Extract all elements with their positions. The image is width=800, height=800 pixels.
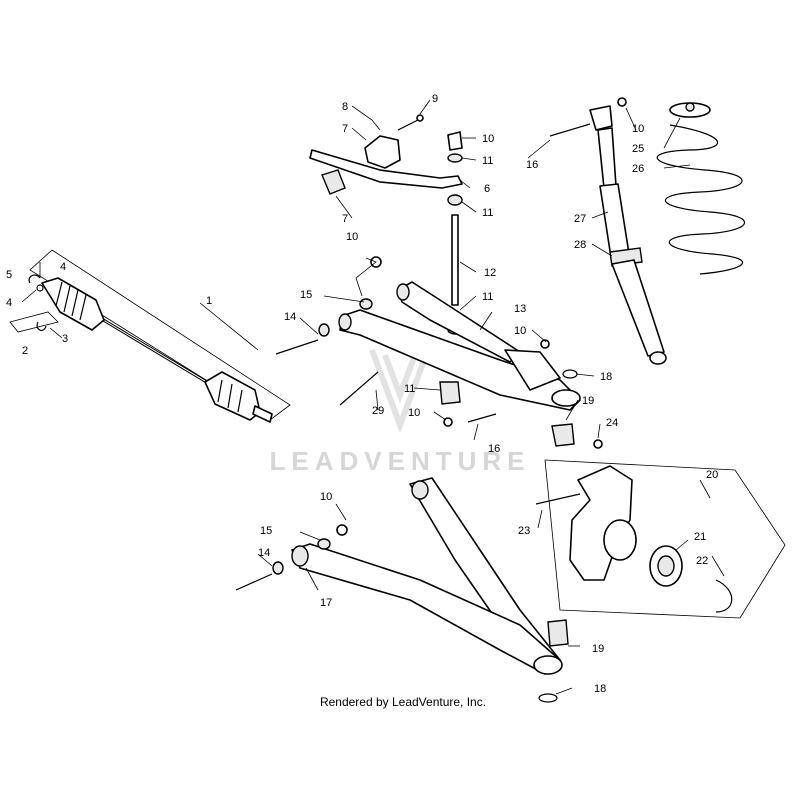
snap-ring-22 xyxy=(715,579,733,613)
callout-labels: 1 2 3 4 4 5 6 7 7 8 9 10 10 10 10 10 10 … xyxy=(6,93,718,695)
callout-9: 9 xyxy=(432,93,438,105)
outer-cv-boot xyxy=(204,371,261,421)
callout-15-upper: 15 xyxy=(300,289,312,301)
bushing-bracket-upper xyxy=(364,135,401,169)
bolt-14-lower xyxy=(235,573,273,591)
callout-10-lower-arm: 10 xyxy=(320,491,332,503)
render-credit: Rendered by LeadVenture, Inc. xyxy=(320,695,486,709)
callout-7-upper: 7 xyxy=(342,123,348,135)
callout-10-gusset: 10 xyxy=(514,325,526,337)
axle-spline xyxy=(252,405,273,423)
steering-knuckle-assembly xyxy=(535,423,786,619)
callout-1: 1 xyxy=(206,295,212,307)
callout-2: 2 xyxy=(22,345,28,357)
shock-top-eye xyxy=(589,105,613,131)
upper-arm-gusset xyxy=(504,349,561,391)
upper-a-arm xyxy=(275,256,581,423)
callout-14-upper: 14 xyxy=(284,311,296,323)
bolt-23 xyxy=(535,493,581,505)
bushing-lower xyxy=(321,169,346,195)
stabilizer-bar-assembly xyxy=(309,114,463,427)
callout-16-shock: 16 xyxy=(526,159,538,171)
callout-20: 20 xyxy=(706,469,718,481)
nut-10-top xyxy=(447,131,463,151)
callout-16-arm: 16 xyxy=(488,443,500,455)
callout-19-upper: 19 xyxy=(582,395,594,407)
callout-12: 12 xyxy=(484,267,496,279)
nut-24 xyxy=(593,439,603,449)
shock-rod xyxy=(597,127,617,189)
callout-3: 3 xyxy=(62,333,68,345)
nut-10-shock xyxy=(617,97,627,107)
callout-11-c: 11 xyxy=(482,291,493,303)
inner-cv-boot xyxy=(41,277,105,331)
lower-a-arm xyxy=(235,477,569,703)
callout-11-b: 11 xyxy=(482,207,493,219)
callout-5: 5 xyxy=(6,269,12,281)
shock-lower-body-27 xyxy=(611,259,665,357)
callout-11-a: 11 xyxy=(482,155,493,167)
callout-10-upper-arm: 10 xyxy=(346,231,358,243)
brake-line-29 xyxy=(339,371,379,406)
watermark: LEADVENTURE xyxy=(269,348,530,476)
callout-22: 22 xyxy=(696,555,708,567)
callout-4-lower: 4 xyxy=(6,297,12,309)
steering-knuckle-20 xyxy=(569,465,633,581)
callout-29: 29 xyxy=(372,405,384,417)
callout-21: 21 xyxy=(694,531,706,543)
bolt-16-shock xyxy=(549,123,591,137)
watermark-text: LEADVENTURE xyxy=(269,446,530,476)
callout-10-link-top: 10 xyxy=(482,133,494,145)
callout-19-lower: 19 xyxy=(592,643,604,655)
link-rod-12 xyxy=(451,214,459,306)
callout-6: 6 xyxy=(484,183,490,195)
callout-17: 17 xyxy=(320,597,332,609)
bushing-11-bottom xyxy=(439,381,461,405)
clamp-3 xyxy=(36,321,47,331)
callout-13: 13 xyxy=(514,303,526,315)
circlip-18-upper xyxy=(562,369,578,379)
coil-spring xyxy=(656,102,745,275)
bushing-11-middle xyxy=(447,194,463,206)
callout-18-upper: 18 xyxy=(600,371,612,383)
callout-15-lower: 15 xyxy=(260,525,272,537)
callout-25: 25 xyxy=(632,143,644,155)
callout-10-link-bottom: 10 xyxy=(408,407,420,419)
callout-11-d: 11 xyxy=(404,383,415,395)
callout-23: 23 xyxy=(518,525,530,537)
spring-coils-26 xyxy=(656,124,745,275)
shock-absorber xyxy=(549,97,667,365)
callout-24: 24 xyxy=(606,417,618,429)
washer-15-lower xyxy=(317,538,331,550)
callout-14-lower: 14 xyxy=(258,547,270,559)
bolt-9 xyxy=(397,119,419,131)
callout-28: 28 xyxy=(574,239,586,251)
callout-18-lower: 18 xyxy=(594,683,606,695)
callout-26: 26 xyxy=(632,163,644,175)
ball-joint-19-lower xyxy=(547,619,569,647)
callout-4-upper: 4 xyxy=(60,261,66,273)
bolt-16-lower xyxy=(467,413,497,423)
drive-axle xyxy=(9,249,291,423)
nut-10-gusset xyxy=(540,339,550,349)
bolt-14-upper xyxy=(275,339,319,355)
circlip-5 xyxy=(28,274,41,284)
callout-7-lower: 7 xyxy=(342,213,348,225)
circlip-18-lower xyxy=(538,693,558,703)
leader-lines xyxy=(21,99,725,695)
washer-15-upper xyxy=(359,298,373,310)
nut-10-lower-arm xyxy=(336,524,348,536)
callout-10-shock: 10 xyxy=(632,123,644,135)
ball-joint-19-upper xyxy=(551,423,575,447)
stabilizer-bar xyxy=(309,149,463,189)
callout-27: 27 xyxy=(574,213,586,225)
callout-8: 8 xyxy=(342,101,348,113)
